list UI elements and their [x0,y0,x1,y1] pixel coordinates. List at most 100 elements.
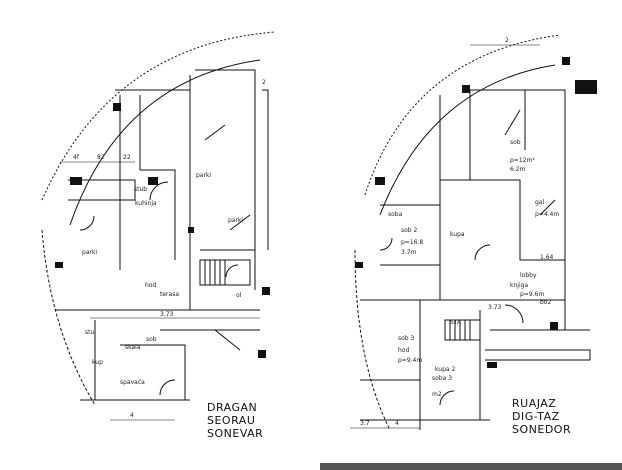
left-room-label: spavaća [120,379,145,386]
right-room-label: knjiga [510,282,529,289]
left-room-label: stu [85,329,95,336]
left-hatch-3 [148,177,158,185]
right-title-line: RUAJAZ [512,397,557,410]
right-room-label: p=9.6m [520,291,545,298]
left-room-label: hod [145,282,157,289]
right-door-6 [539,199,556,216]
left-dimension-label: 22 [123,154,131,161]
right-arc-outer [364,34,561,196]
right-door-2 [474,244,491,261]
right-dimension-label: 3.73 [488,304,502,311]
right-hatch-5 [355,262,363,268]
right-wall-top [470,89,566,100]
left-dimension-label: 4f [73,154,79,161]
right-hatch-7 [487,362,497,368]
left-wall-low [55,309,260,400]
left-arc-lower [41,229,96,406]
right-door-5 [504,304,524,324]
right-wall-col1 [439,90,471,300]
left-hatch-1 [113,103,121,111]
right-wall-lobby [485,349,591,361]
right-hatch-4 [462,85,470,93]
left-hatch-5 [262,287,270,295]
left-arc-inner [69,59,261,226]
right-dimension-label: 4 [395,420,399,427]
right-dimension-label: 1.64 [540,254,554,261]
left-room-label: stub [134,186,148,193]
right-hatch-6 [550,322,558,330]
left-door-5 [225,264,239,278]
right-title-line: SONEDOR [512,423,572,436]
right-room-label: m2 [432,391,442,398]
right-room-label: hod [398,347,410,354]
left-title-line: SONEVAR [207,427,264,440]
left-wall-mid [68,179,136,201]
right-room-label: p=16.8 [401,239,424,246]
left-wall-top [115,69,256,100]
right-wall-mid [440,179,565,261]
left-hatch-2 [70,177,82,185]
left-wall-inner [140,169,255,260]
right-room-label: bo2 [540,299,552,306]
right-hatch-1 [562,57,570,65]
left-room-label: kuhinja [135,200,157,207]
right-dimension-label: 3.7 [360,420,370,427]
right-room-label: p=12m² [510,157,535,164]
left-hatch-6 [258,350,266,358]
right-door-4 [439,390,455,406]
left-arc-outer [41,31,276,201]
left-wall-column [119,95,141,270]
left-room-label: ol [236,292,242,299]
left-hatch-4 [188,227,194,233]
left-room-label: skala [125,344,141,351]
right-room-label: p=9.4m [398,357,423,364]
right-room-label: lobby [520,272,537,279]
left-door-6 [159,379,176,396]
right-wall-bottom [360,329,590,421]
right-room-label: gal [535,199,545,206]
right-wall-col2 [524,90,566,330]
left-door-2 [204,124,226,141]
left-room-label: sob [146,336,157,343]
right-hatch-3 [375,177,385,185]
right-stair [444,319,481,341]
left-wall-right [262,89,269,250]
right-title-line: DIG-TAZ [512,410,560,423]
left-door-1 [149,181,169,201]
left-dimension-label: 4 [130,412,134,419]
left-door-3 [229,214,251,231]
right-room-label: soba 3 [432,375,453,382]
left-dimension-label: 2 [262,79,266,86]
left-wall-bottom [80,344,190,401]
left-stair-treads [204,260,226,285]
left-door-7 [214,329,241,351]
left-dimension-label: 82 [97,154,105,161]
right-dimension-label: 2 [505,37,509,44]
left-dimension-label: 3.73 [160,311,174,318]
right-room-label: sob 2 [401,227,418,234]
right-room-label: kupa 2 [435,366,456,373]
right-door-1 [504,109,521,136]
right-arc-lower [354,249,391,431]
left-hatch-7 [55,262,63,268]
left-room-label: parki [82,249,98,256]
footer-bar [320,463,622,470]
left-room-label: terasa [160,291,179,298]
left-door-4 [79,215,95,231]
left-wall-stairs [189,75,256,310]
right-room-label: 6.2m [510,166,526,173]
left-room-label: parki [228,217,244,224]
right-arc-inner [379,64,556,216]
right-door-3 [379,237,393,251]
right-stair-treads [449,320,471,340]
right-room-label: kupa [450,231,465,238]
left-title-line: SEORAU [207,414,256,427]
left-room-label: kup [92,359,103,366]
left-room-label: parki [196,172,212,179]
right-wall-room2 [380,204,440,266]
right-room-label: STA [450,319,462,326]
right-hatch-2 [575,80,597,94]
right-room-label: sob 3 [398,335,415,342]
right-room-label: sob [510,139,521,146]
